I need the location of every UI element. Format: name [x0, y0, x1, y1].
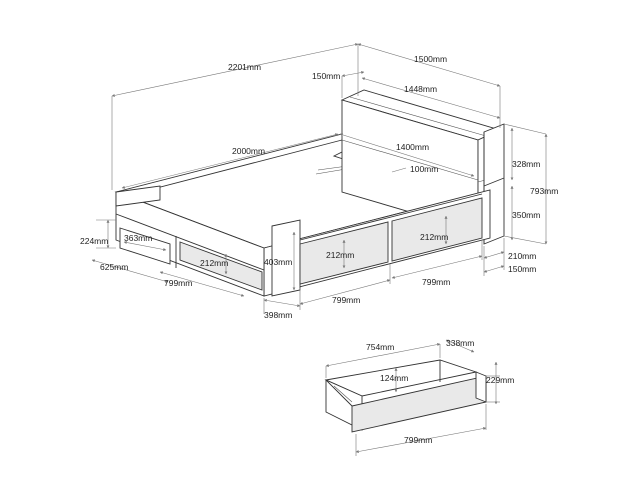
label-overall-width: 1500mm: [414, 54, 447, 64]
label-foot-depth: 625mm: [100, 262, 128, 272]
label-foot-height: 224mm: [80, 236, 108, 246]
label-side-gap: 210mm: [508, 251, 536, 261]
drawer-dimension-lines: [325, 339, 500, 456]
bed-dimension-lines: [91, 43, 548, 314]
label-side-offset: 150mm: [508, 264, 536, 274]
label-overall-length: 2201mm: [228, 62, 261, 72]
bed-dimension-labels: 2201mm 1500mm 150mm 1448mm 2000mm 1400mm…: [80, 54, 558, 320]
label-lower-shelf-height: 350mm: [512, 210, 540, 220]
label-upper-shelf-height: 328mm: [512, 159, 540, 169]
label-drawer-height-right: 212mm: [420, 232, 448, 242]
label-head-offset: 150mm: [312, 71, 340, 81]
label-total-height: 793mm: [530, 186, 558, 196]
label-drawer-width-center: 799mm: [332, 295, 360, 305]
label-slat-gap: 100mm: [410, 164, 438, 174]
label-drawer-height: 229mm: [486, 375, 514, 385]
drawer-dimension-labels: 754mm 338mm 124mm 229mm 799mm: [366, 338, 514, 445]
label-drawer-height-left: 212mm: [200, 258, 228, 268]
label-mattress-width: 1400mm: [396, 142, 429, 152]
label-drawer-width: 799mm: [404, 435, 432, 445]
label-mattress-length: 2000mm: [232, 146, 265, 156]
label-drawer-depth: 338mm: [446, 338, 474, 348]
label-drawer-inner-width: 754mm: [366, 342, 394, 352]
label-drawer-height-center: 212mm: [326, 250, 354, 260]
label-foot-shelf-width: 363mm: [124, 233, 152, 243]
label-headboard-width: 1448mm: [404, 84, 437, 94]
drawer-drawing: [324, 359, 487, 433]
label-drawer-inner-height: 124mm: [380, 373, 408, 383]
label-drawer-width-left: 799mm: [164, 278, 192, 288]
label-frame-height: 403mm: [264, 257, 292, 267]
label-drawer-width-right: 799mm: [422, 277, 450, 287]
bed-drawer-right: [391, 197, 483, 262]
label-leg-width: 398mm: [264, 310, 292, 320]
